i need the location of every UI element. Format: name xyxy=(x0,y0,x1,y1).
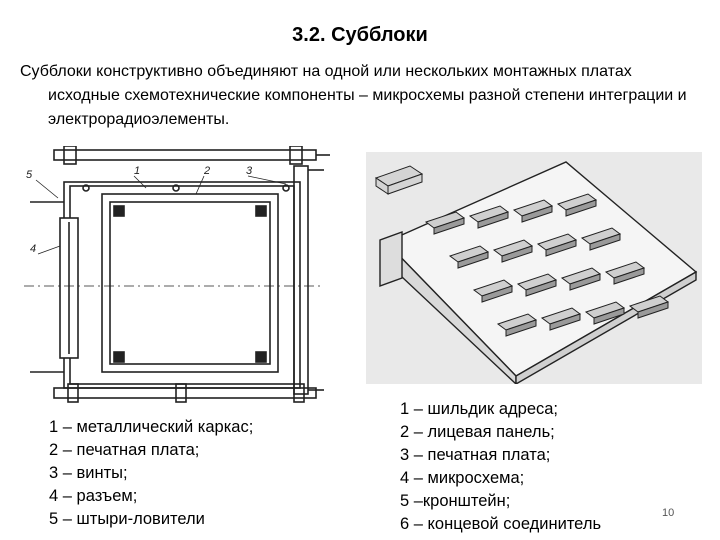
callout-2: 2 xyxy=(203,165,210,177)
legend-item: 1 – шильдик адреса; xyxy=(400,400,559,418)
legend-item: 4 – разъем; xyxy=(49,487,138,505)
intro-text: Субблоки конструктивно объединяют на одн… xyxy=(20,60,700,132)
microchip-side xyxy=(593,307,625,325)
microchip-side xyxy=(521,205,553,223)
microchip-side xyxy=(525,279,557,297)
page-number: 10 xyxy=(662,507,675,519)
legend-item: 1 – металлический каркас; xyxy=(49,418,254,436)
microchip-side xyxy=(549,313,581,331)
microchip-side xyxy=(613,267,645,285)
subblock-frame-drawing: 1 2 3 4 5 xyxy=(24,146,330,403)
microchip-side xyxy=(501,245,533,263)
microchip-side xyxy=(637,301,669,319)
figure1-legend: 1 – металлический каркас; 2 – печатная п… xyxy=(49,416,253,531)
callout-5: 5 xyxy=(26,169,33,181)
legend-item: 3 – винты; xyxy=(49,464,128,482)
microchip-side xyxy=(569,273,601,291)
legend-item: 5 – штыри-ловители xyxy=(49,510,205,528)
microchip-side xyxy=(433,217,465,235)
callout-3: 3 xyxy=(246,165,253,177)
pcb-microchips-drawing xyxy=(366,152,702,384)
microchip-side xyxy=(565,199,597,217)
legend-item: 2 – лицевая панель; xyxy=(400,423,555,441)
figure2-legend: 1 – шильдик адреса; 2 – лицевая панель; … xyxy=(400,398,601,536)
intro-paragraph: Субблоки конструктивно объединяют на одн… xyxy=(20,63,687,128)
microchip-side xyxy=(545,239,577,257)
microchip-side xyxy=(481,285,513,303)
callout-1: 1 xyxy=(134,165,140,177)
legend-item: 2 – печатная плата; xyxy=(49,441,200,459)
legend-item: 5 –кронштейн; xyxy=(400,492,511,510)
legend-item: 3 – печатная плата; xyxy=(400,446,551,464)
microchip-side xyxy=(457,251,489,269)
legend-item: 6 – концевой соединитель xyxy=(400,515,602,533)
callout-4: 4 xyxy=(30,243,36,255)
slide-title: 3.2. Субблоки xyxy=(292,24,428,46)
microchip-side xyxy=(505,319,537,337)
legend-item: 4 – микросхема; xyxy=(400,469,525,487)
microchip-side xyxy=(477,211,509,229)
microchip-side xyxy=(589,233,621,251)
